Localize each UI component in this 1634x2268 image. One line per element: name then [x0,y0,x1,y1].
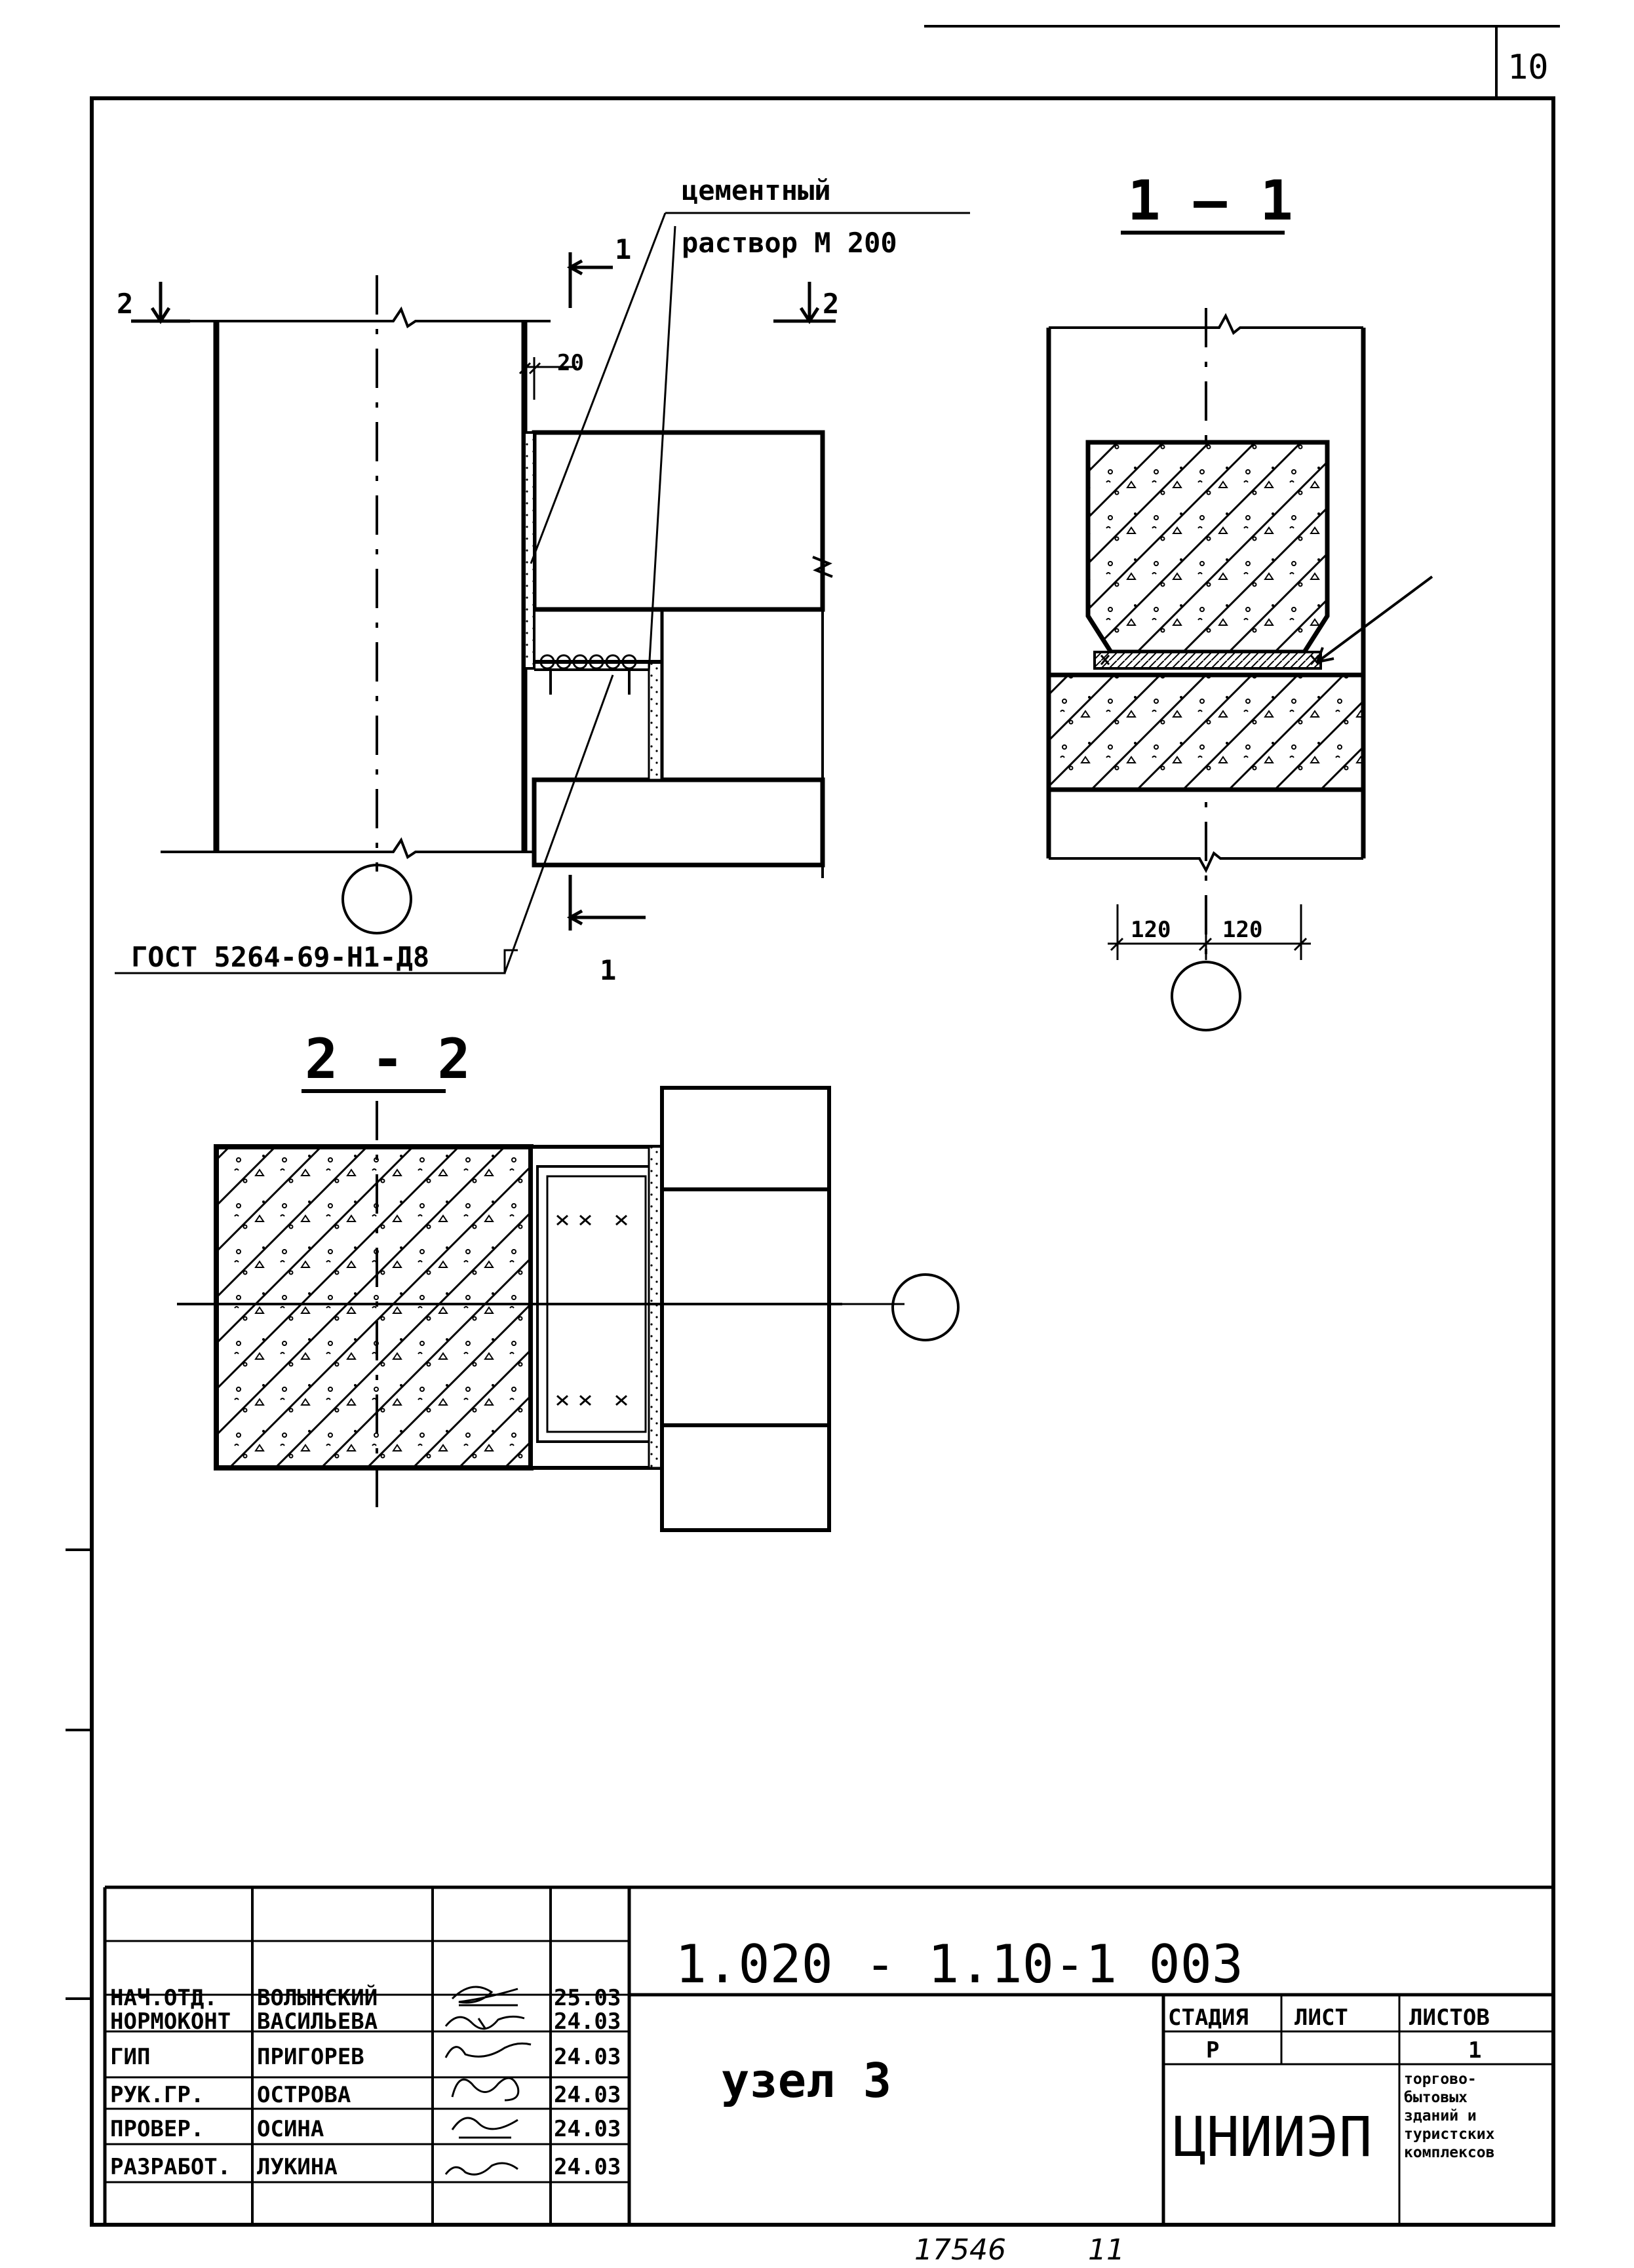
title-block-rows: НАЧ.ОТД. ВОЛЫНСКИЙ 25.03 НОРМОКОНТ ВАСИЛ… [110,1984,621,2180]
weld-seam [539,654,637,670]
name-razrabot: ЛУКИНА [257,2154,338,2180]
weld-marks [556,1214,627,1406]
name-prover: ОСИНА [257,2116,324,2142]
sheets-value: 1 [1468,2037,1481,2064]
axis-bubble [341,864,412,934]
role-gip: ГИП [110,2044,150,2070]
drawing-title: узел 3 [721,2053,891,2108]
name-nach-otd: ВОЛЫНСКИЙ [257,1984,378,2011]
dim-120-right-label: 120 [1222,917,1262,943]
org-desc-line: туристских [1404,2126,1495,2143]
org-name: ЦНИИЭП [1173,2105,1372,2169]
org-desc-line: зданий и [1404,2107,1477,2124]
gost-label: ГОСТ 5264-69-Н1-Д8 [131,941,429,973]
name-normokont: ВАСИЛЬЕВА [257,2009,378,2035]
name-gip: ПРИГОРЕВ [257,2044,364,2070]
mortar-label-line1: цементный [682,174,831,206]
section-1-1-view [1046,308,1433,1031]
role-razrabot: РАЗРАБОТ. [110,2154,231,2180]
dim-120-left-label: 120 [1131,917,1171,943]
role-normokont: НОРМОКОНТ [110,2009,231,2035]
stage-label: СТАДИЯ [1168,2005,1249,2031]
org-description: торгово- бытовых зданий и туристских ком… [1404,2071,1495,2161]
signatures [444,1986,532,2176]
date-prover: 24.03 [554,2116,621,2142]
org-desc-line: торгово- [1404,2071,1477,2088]
role-nach-otd: НАЧ.ОТД. [110,1985,218,2011]
format-number: 11 [1088,2233,1125,2267]
stage-value: Р [1206,2037,1219,2064]
org-desc-line: комплексов [1404,2144,1494,2161]
date-ruk-gr: 24.03 [554,2082,621,2108]
cut-2-right-label: 2 [823,288,839,320]
mortar-label-line2: раствор М 200 [682,227,897,259]
axis-bubble [1171,961,1241,1031]
sheet-label: ЛИСТ [1294,2005,1348,2031]
title-block-grid [103,1885,1553,2225]
date-nach-otd: 25.03 [554,1985,621,2011]
plan-view [115,212,970,974]
dim-20-label: 20 [557,350,584,376]
sheet-number: 10 [1508,48,1549,87]
axis-bubble [891,1273,960,1341]
document-code: 1.020 - 1.10-1 003 [675,1934,1243,1995]
section-1-1-title: 1 – 1 [1127,168,1293,233]
sheet-frame [66,25,1560,2227]
role-prover: ПРОВЕР. [110,2116,204,2142]
inventory-number: 17546 [914,2233,1006,2267]
org-desc-line: бытовых [1404,2089,1468,2106]
date-gip: 24.03 [554,2044,621,2070]
name-ruk-gr: ОСТРОВА [257,2082,351,2108]
cut-1-bottom-label: 1 [600,954,616,986]
date-normokont: 24.03 [554,2009,621,2035]
sheets-label: ЛИСТОВ [1409,2005,1490,2031]
section-2-2-title: 2 - 2 [305,1027,471,1091]
section-2-2-view [177,1086,960,1532]
role-ruk-gr: РУК.ГР. [110,2082,204,2108]
date-razrabot: 24.03 [554,2154,621,2180]
cut-1-top-label: 1 [615,233,631,265]
cut-2-left-label: 2 [117,288,133,320]
